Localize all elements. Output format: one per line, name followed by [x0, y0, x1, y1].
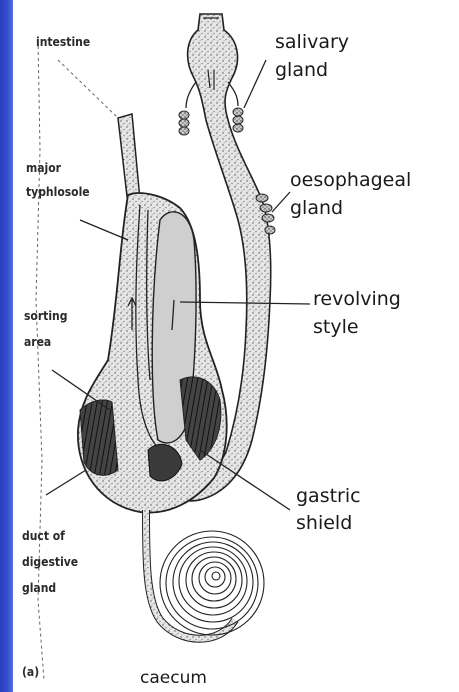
typhlosole-leader	[80, 220, 128, 240]
label-area: area	[24, 335, 51, 349]
intestine	[118, 114, 140, 205]
label-salivary-gland: gland	[275, 59, 328, 81]
label-oesophageal-gland: gland	[290, 197, 343, 219]
caecum-spiral	[160, 531, 264, 635]
label-duct-of: duct of	[22, 529, 65, 543]
label-shield: shield	[296, 512, 352, 534]
label-caecum: caecum	[140, 668, 207, 688]
label-digestive: digestive	[22, 555, 78, 569]
salivary-gland-right	[228, 82, 243, 132]
duct-leader	[46, 470, 86, 495]
label-salivary: salivary	[275, 31, 349, 53]
oesophageal-leader	[272, 192, 290, 212]
label-sorting: sorting	[24, 309, 67, 323]
label-oesophageal: oesophageal	[290, 169, 411, 191]
label-gland: gland	[22, 581, 56, 595]
salivary-gland-left	[179, 82, 196, 135]
label-intestine: intestine	[36, 35, 90, 49]
salivary-leader	[244, 60, 266, 108]
intestine-leader-line	[58, 60, 118, 118]
stomach-body	[78, 193, 227, 513]
panel-letter: (a)	[22, 665, 39, 679]
label-gastric: gastric	[296, 485, 361, 507]
label-revolving: revolving	[313, 288, 401, 310]
label-major: major	[26, 161, 62, 175]
label-typhlosole: typhlosole	[26, 185, 90, 199]
label-style: style	[313, 316, 359, 338]
